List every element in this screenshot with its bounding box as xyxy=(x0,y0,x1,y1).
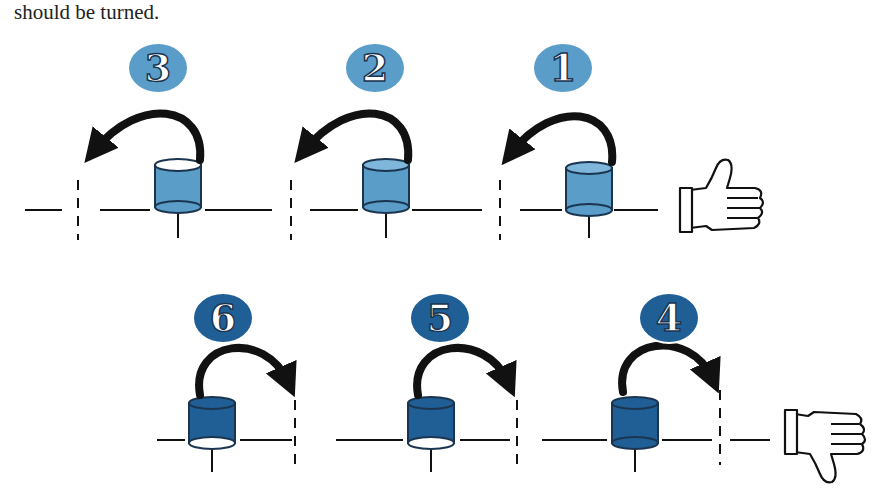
callout-number: 3 xyxy=(145,49,171,87)
number-circle: 2 xyxy=(344,42,406,94)
number-circle: 1 xyxy=(532,42,594,94)
number-circle: 6 xyxy=(192,292,254,344)
number-circle: 3 xyxy=(127,42,189,94)
number-circle: 5 xyxy=(409,292,471,344)
callout-number: 4 xyxy=(656,299,682,337)
number-circle: 4 xyxy=(638,292,700,344)
callout-number: 5 xyxy=(427,299,453,337)
callout-number: 6 xyxy=(210,299,236,337)
callout-number: 1 xyxy=(550,49,576,87)
callout-number: 2 xyxy=(362,49,388,87)
caption-fragment: should be turned. xyxy=(14,0,159,25)
